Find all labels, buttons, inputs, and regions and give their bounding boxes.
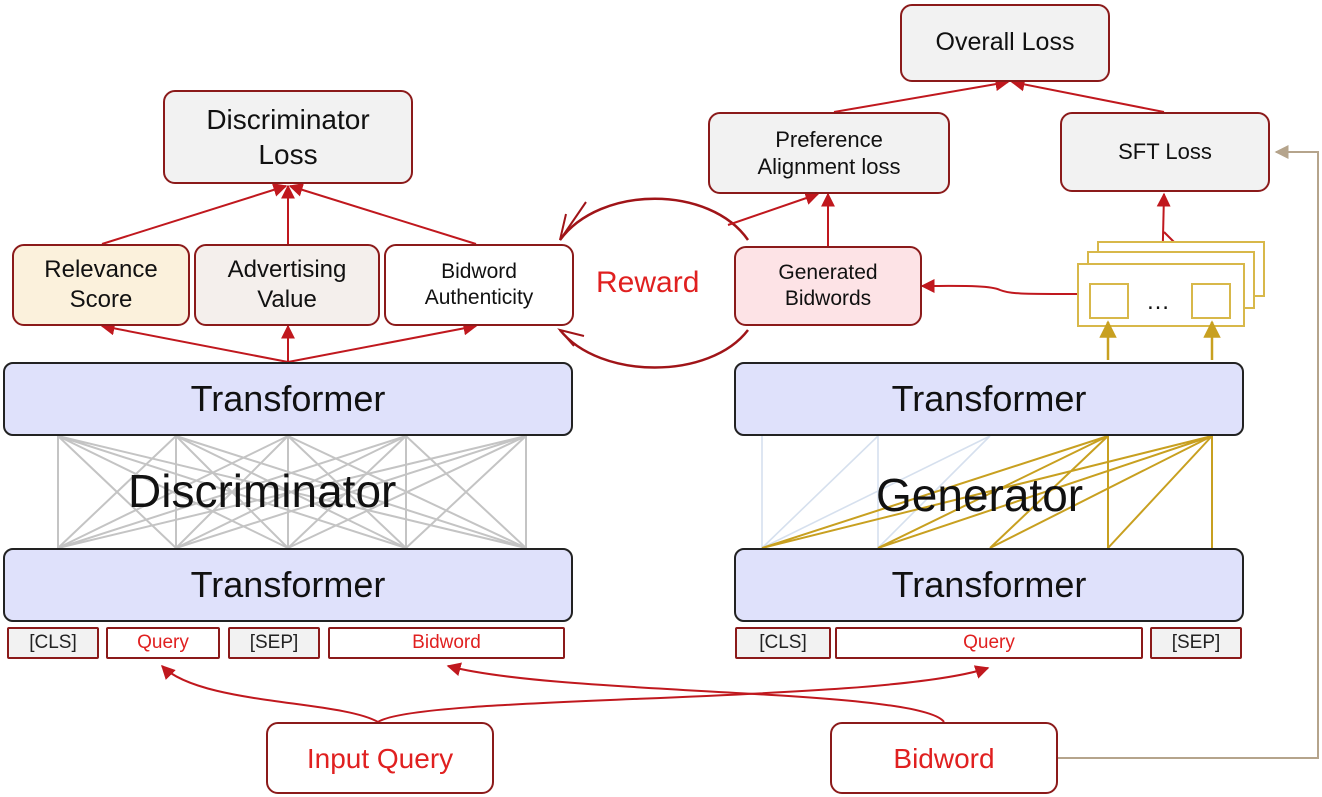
preference-loss-box: Preference Alignment loss xyxy=(708,112,950,194)
score-arrows xyxy=(100,321,478,363)
authenticity-line1: Bidword xyxy=(441,259,517,283)
disc-token-cls: [CLS] xyxy=(7,627,99,659)
disc-token-query: Query xyxy=(106,627,220,659)
relevance-score-box: Relevance Score xyxy=(12,244,190,326)
discriminator-transformer-top: Transformer xyxy=(3,362,573,436)
preference-loss-line1: Preference xyxy=(775,126,883,152)
prediction-ellipsis: … xyxy=(1146,288,1170,315)
gen-token-query: Query xyxy=(835,627,1143,659)
loss-arrows xyxy=(101,183,477,245)
advertising-value-box: Advertising Value xyxy=(194,244,380,326)
relevance-line1: Relevance xyxy=(44,256,158,283)
reward-cycle xyxy=(557,197,750,369)
generator-mesh-light xyxy=(761,435,991,549)
generator-mesh-gold xyxy=(761,435,1213,549)
relevance-line2: Score xyxy=(69,286,133,313)
generator-transformer-top: Transformer xyxy=(734,362,1244,436)
advertising-line1: Advertising xyxy=(227,256,347,283)
generated-line1: Generated xyxy=(778,260,878,284)
disc-token-sep: [SEP] xyxy=(228,627,320,659)
prediction-stack xyxy=(1077,241,1265,327)
gen-token-cls: [CLS] xyxy=(735,627,831,659)
overall-loss-label: Overall Loss xyxy=(935,28,1075,57)
input-arrows xyxy=(161,662,990,723)
discriminator-loss-line2: Loss xyxy=(258,139,318,170)
sft-loss-label: SFT Loss xyxy=(1118,139,1212,165)
generator-loss-arrows xyxy=(727,77,1177,281)
discriminator-label: Discriminator xyxy=(128,465,397,517)
generator-label: Generator xyxy=(876,469,1084,521)
discriminator-transformer-bottom: Transformer xyxy=(3,548,573,622)
preference-loss-line2: Alignment loss xyxy=(757,154,901,179)
authenticity-line2: Authenticity xyxy=(424,286,534,309)
generated-line2: Bidwords xyxy=(784,287,872,310)
sft-loss-box: SFT Loss xyxy=(1060,112,1270,192)
discriminator-loss-box: Discriminator Loss xyxy=(163,90,413,184)
discriminator-loss-line1: Discriminator xyxy=(206,104,370,135)
bidword-input-box: Bidword xyxy=(830,722,1058,794)
input-query-box: Input Query xyxy=(266,722,494,794)
feedback-arrow xyxy=(1058,145,1319,759)
bidword-authenticity-box: Bidword Authenticity xyxy=(384,244,574,326)
gen-token-sep: [SEP] xyxy=(1150,627,1242,659)
reward-label: Reward xyxy=(596,266,700,299)
advertising-line2: Value xyxy=(257,286,317,313)
prediction-arrow xyxy=(920,278,1079,295)
generator-transformer-bottom: Transformer xyxy=(734,548,1244,622)
discriminator-mesh xyxy=(57,435,527,549)
disc-token-bidword: Bidword xyxy=(328,627,565,659)
generator-output-arrows xyxy=(1099,320,1221,360)
overall-loss-box: Overall Loss xyxy=(900,4,1110,82)
generated-bidwords-box: Generated Bidwords xyxy=(734,246,922,326)
